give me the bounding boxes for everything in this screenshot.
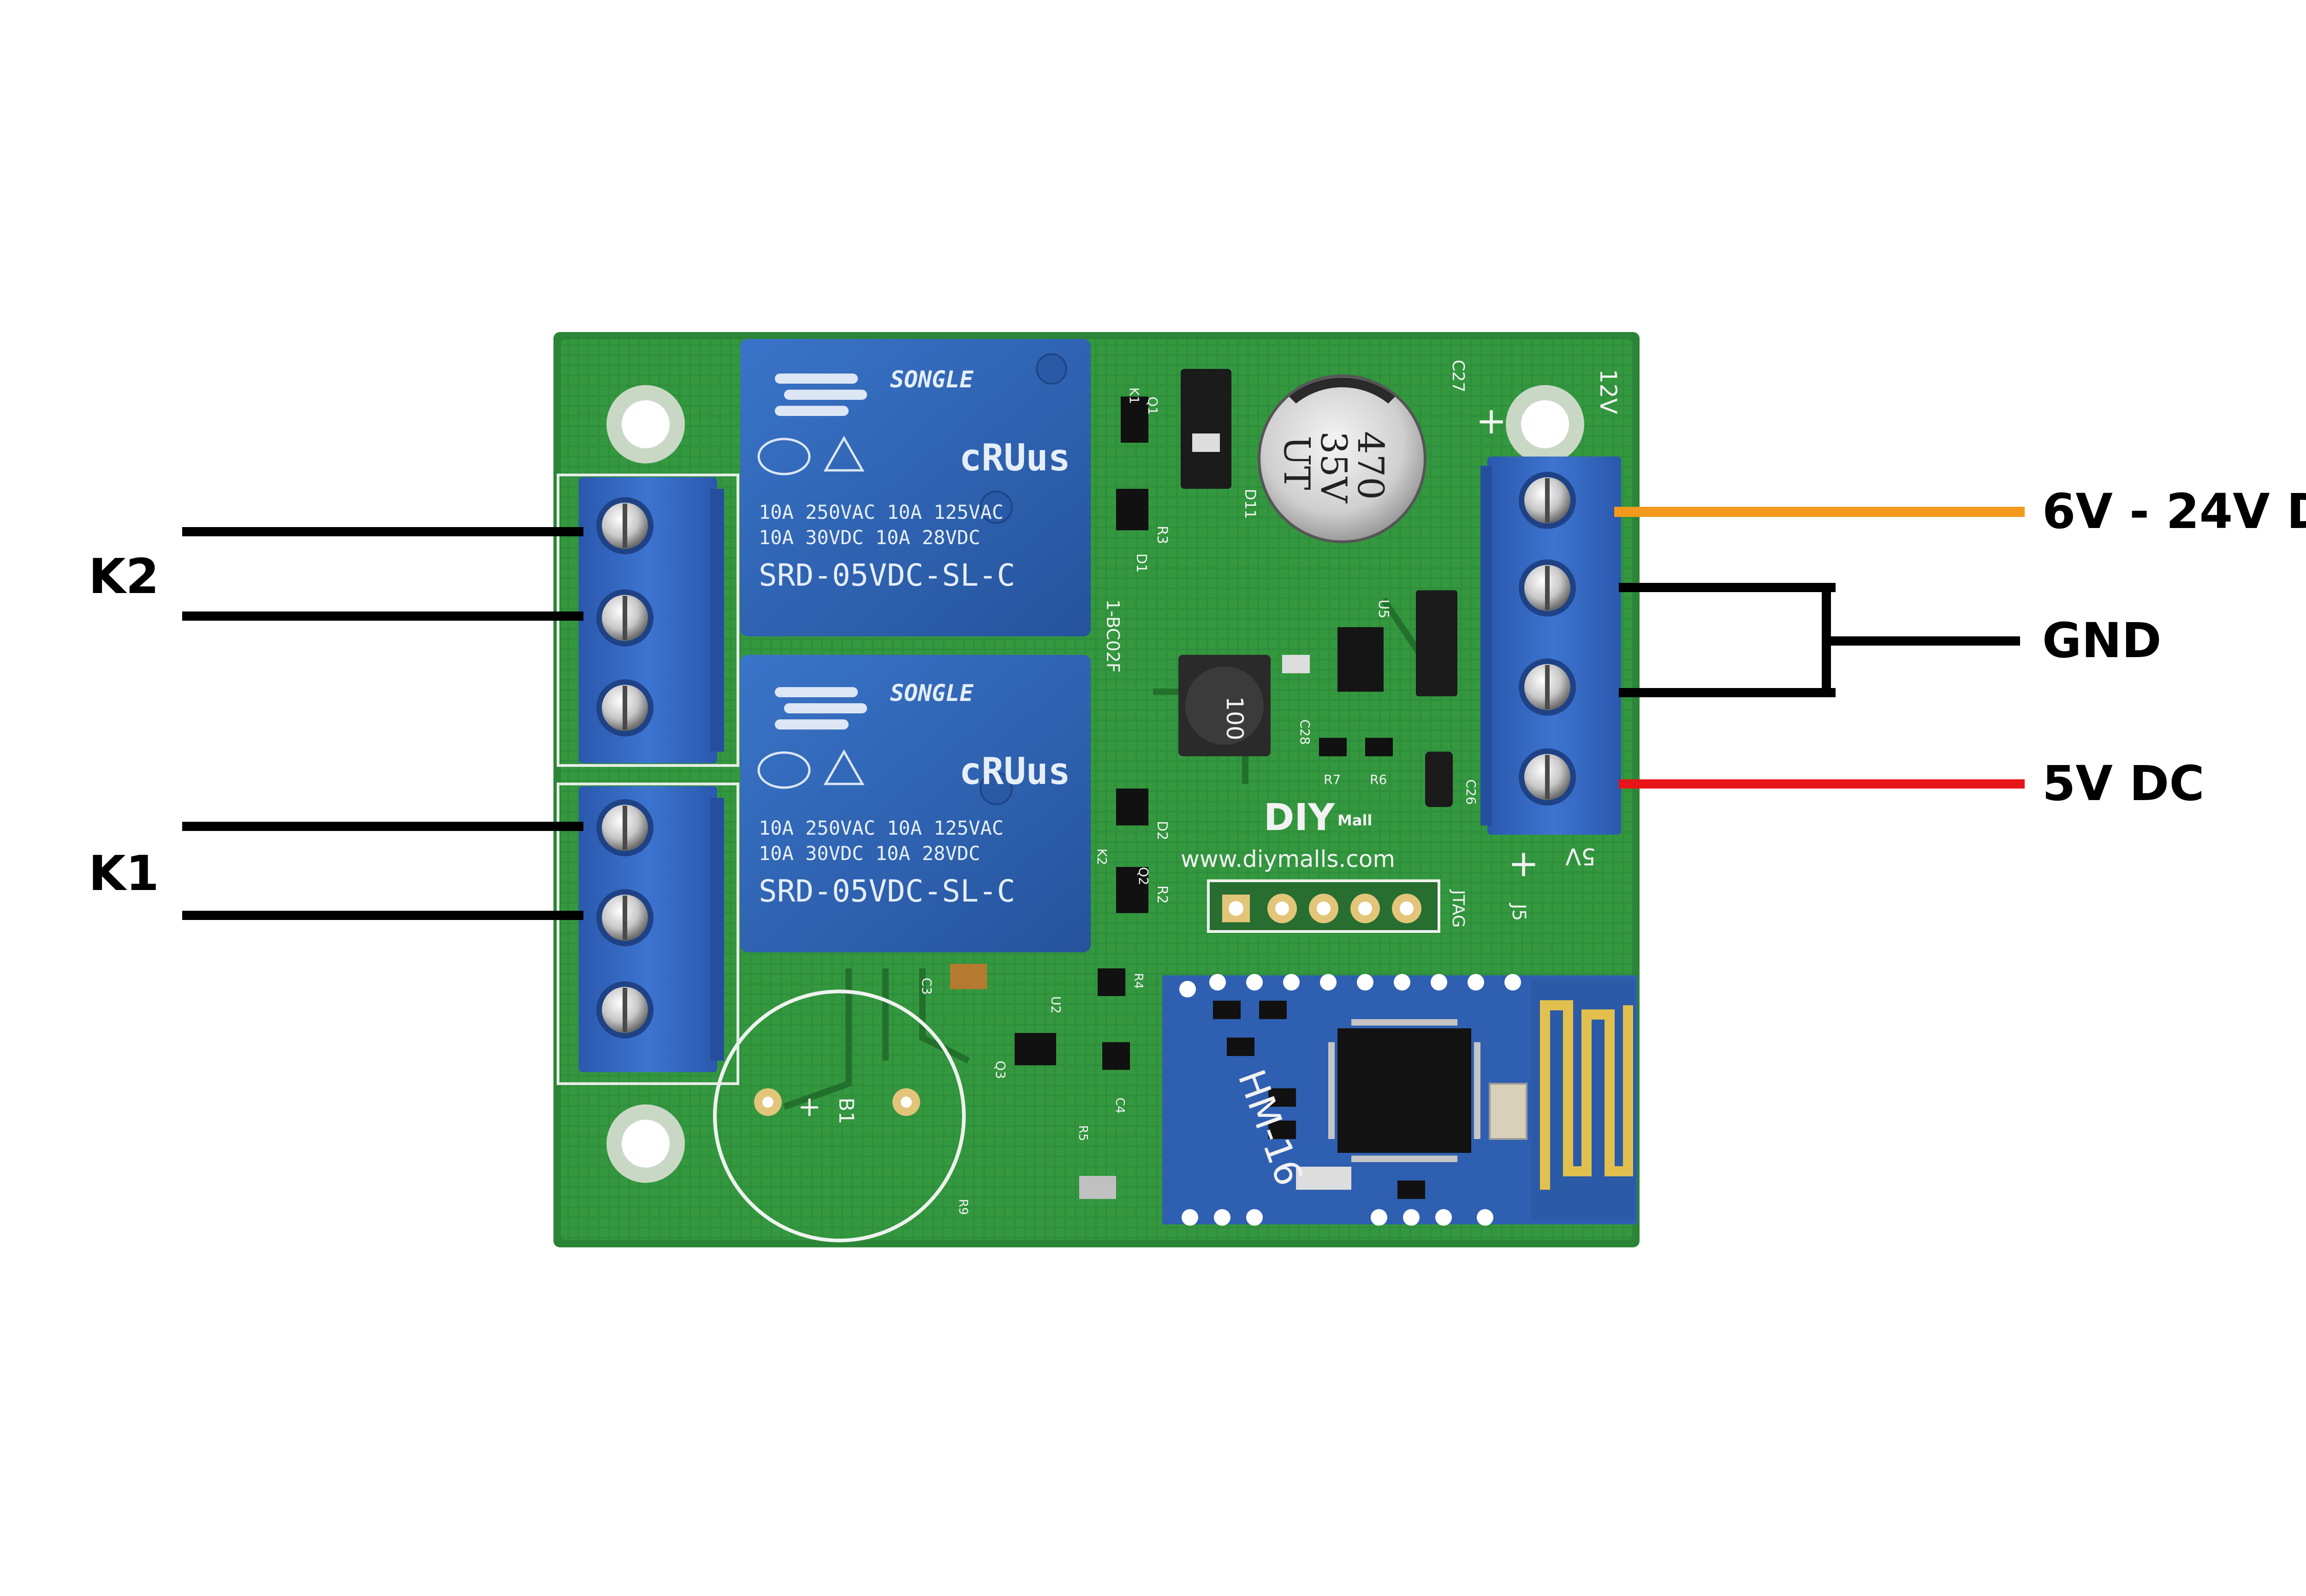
diy-logo-sub: Mall (1337, 812, 1372, 829)
terminal-block-k1 (557, 783, 739, 1085)
relay-top-rating-1: 10A 250VAC 10A 125VAC (759, 501, 1004, 523)
hm16-bluetooth-module: HM-16 (1162, 974, 1637, 1226)
relay-bottom-rating-2: 10A 30VDC 10A 28VDC (759, 842, 980, 865)
wire-gnd-black (1619, 583, 2020, 697)
silk-r4: R4 (1131, 973, 1145, 989)
screw-terminal[interactable] (596, 497, 654, 554)
wire-k2-b (182, 611, 583, 621)
label-k1: K1 (89, 845, 159, 902)
silk-k2: K2 (1094, 848, 1110, 865)
silk-d1: D1 (1133, 553, 1149, 573)
relay-bottom-model: SRD-05VDC-SL-C (759, 873, 1015, 909)
screw-terminal[interactable] (1519, 559, 1576, 617)
relay-bottom-brand: SONGLE (890, 680, 974, 706)
wire-k1-b (182, 911, 583, 920)
screw-terminal[interactable] (596, 589, 654, 647)
silk-u2: U2 (1048, 996, 1064, 1014)
relay-top-model: SRD-05VDC-SL-C (759, 558, 1015, 593)
silk-r3: R3 (1154, 526, 1170, 544)
songle-logo-icon (775, 687, 867, 730)
silk-r5: R5 (1076, 1125, 1090, 1141)
buzzer-plus-label: + (798, 1091, 821, 1123)
silk-c26: C26 (1463, 779, 1479, 805)
silk-c4: C4 (1113, 1098, 1127, 1114)
website-label: www.diymalls.com (1181, 846, 1395, 872)
silk-5v: 5V (1565, 843, 1596, 870)
mounting-hole (1506, 385, 1584, 463)
silk-r7: R7 (1324, 772, 1341, 787)
label-k2: K2 (89, 548, 159, 605)
mounting-hole (606, 385, 685, 463)
label-gnd: GND (2042, 612, 2162, 669)
board-ref-label: 1-BC02F (1103, 599, 1123, 673)
diy-logo: DIY (1264, 796, 1335, 839)
silk-j5: J5 (1508, 902, 1529, 921)
silk-plus-top: + (1476, 399, 1507, 442)
silk-c28: C28 (1297, 719, 1313, 745)
relay-k1-top: SONGLE cRUus 10A 250VAC 10A 125VAC 10A 3… (740, 339, 1091, 636)
capacitor-value: 470 (1349, 431, 1391, 500)
certification-icons: cRUus (757, 749, 1070, 793)
svg-text:cRUus: cRUus (959, 750, 1070, 793)
silk-jtag: JTAG (1449, 889, 1468, 928)
silk-q2: Q2 (1136, 867, 1151, 885)
silk-q1: Q1 (1145, 397, 1160, 415)
songle-logo-icon (775, 374, 867, 416)
relay-k2-bottom: SONGLE cRUus 10A 250VAC 10A 125VAC 10A 3… (740, 655, 1091, 952)
wire-k1-a (182, 822, 583, 831)
screw-terminal[interactable] (596, 679, 654, 736)
relay-bottom-rating-1: 10A 250VAC 10A 125VAC (759, 817, 1004, 839)
silk-u5: U5 (1375, 599, 1391, 618)
buzzer-outline: + B1 (713, 990, 966, 1242)
silk-c3: C3 (919, 978, 934, 995)
wire-power-in-orange (1614, 507, 2025, 517)
capacitor-series: UT (1276, 436, 1317, 490)
silk-plus-bottom: + (1508, 842, 1539, 885)
label-power-in: 6V - 24V DC (2042, 483, 2306, 540)
wire-5v-red (1619, 779, 2025, 789)
silk-r6: R6 (1370, 772, 1387, 787)
certification-icons: cRUus (757, 435, 1070, 479)
smd-components: D11 R3 D1 K1 Q1 D2 R2 K2 Q2 100 U5 C28 R… (919, 369, 1479, 1215)
inductor-label: 100 (1221, 696, 1248, 740)
silk-q3: Q3 (993, 1061, 1008, 1079)
capacitor-voltage: 35V (1313, 431, 1354, 504)
screw-terminal[interactable] (1519, 472, 1576, 529)
screw-terminal[interactable] (596, 889, 654, 946)
svg-text:cRUus: cRUus (959, 436, 1070, 479)
jtag-header: JTAG J5 (1207, 879, 1529, 933)
screw-terminal[interactable] (596, 799, 654, 856)
silk-r9: R9 (956, 1199, 970, 1215)
electrolytic-capacitor: 470 35V UT C27 (1258, 360, 1468, 543)
silk-r2: R2 (1154, 885, 1170, 904)
antenna-icon (1540, 1000, 1633, 1190)
relay-top-brand: SONGLE (890, 366, 974, 393)
relay-top-rating-2: 10A 30VDC 10A 28VDC (759, 526, 980, 549)
silk-k1: K1 (1127, 387, 1142, 404)
wire-k2-a (182, 527, 583, 536)
terminal-block-power (1480, 457, 1621, 835)
silk-c27: C27 (1449, 360, 1468, 392)
screw-terminal[interactable] (1519, 748, 1576, 806)
silk-d11: D11 (1242, 489, 1259, 519)
silk-12v: 12V (1595, 369, 1622, 414)
screw-terminal[interactable] (596, 981, 654, 1038)
screw-terminal[interactable] (1519, 659, 1576, 716)
label-5v: 5V DC (2042, 755, 2205, 812)
terminal-block-k2 (557, 474, 739, 767)
silk-b1: B1 (834, 1098, 858, 1124)
silk-d2: D2 (1154, 821, 1170, 840)
mounting-hole (606, 1104, 685, 1183)
